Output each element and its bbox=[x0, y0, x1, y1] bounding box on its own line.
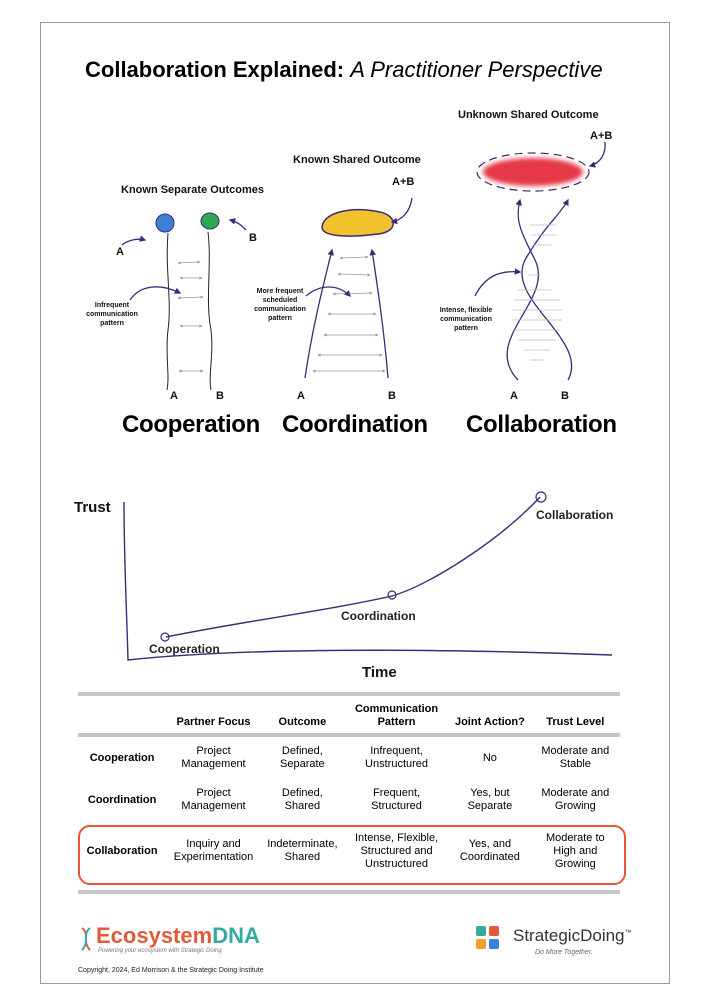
shared-outcome-blob bbox=[321, 209, 394, 237]
column-header: Outcome bbox=[278, 716, 327, 728]
dna-icon bbox=[81, 927, 91, 951]
strategic-doing-tagline: Do More Together. bbox=[535, 949, 593, 956]
coordination-outcome-label: A+B bbox=[392, 176, 415, 188]
note-arrow bbox=[129, 286, 182, 301]
outcome-b-dot bbox=[200, 212, 220, 230]
path-a bbox=[304, 248, 334, 379]
column-header bbox=[78, 693, 166, 737]
table-cell: Moderate to High and Growing bbox=[545, 831, 605, 870]
path-a bbox=[166, 232, 170, 391]
comparison-table: Partner Focus Outcome Communication Patt… bbox=[78, 693, 620, 881]
axes bbox=[123, 501, 613, 661]
y-axis-label: Trust bbox=[74, 499, 111, 516]
table-bottom-rule bbox=[78, 890, 620, 894]
ecosystemdna-tagline: Powering your ecosystem with Strategic D… bbox=[98, 948, 222, 954]
column-header: Joint Action? bbox=[454, 716, 525, 728]
bottom-label-b: B bbox=[561, 390, 569, 402]
ecosystemdna-logo: EcosystemDNA bbox=[96, 923, 260, 948]
copyright: Copyright, 2024, Ed Morrison & the Strat… bbox=[78, 967, 264, 974]
table-row: Collaboration Inquiry and Experimentatio… bbox=[78, 821, 620, 881]
arrow-a bbox=[121, 235, 147, 246]
table-row: Coordination Project Management Defined,… bbox=[78, 779, 620, 821]
note-arrow bbox=[474, 268, 522, 297]
trust-graph bbox=[123, 491, 613, 661]
outcome-a-dot bbox=[155, 213, 175, 233]
table-cell: Moderate and Stable bbox=[541, 745, 610, 770]
x-axis-label: Time bbox=[362, 664, 397, 681]
coordination-caption: Coordination bbox=[282, 411, 428, 438]
table-row: Cooperation Project Management Defined, … bbox=[78, 737, 620, 779]
bottom-label-a: A bbox=[170, 390, 178, 402]
table-top-rule bbox=[78, 692, 620, 696]
table-cell: Project Management bbox=[181, 745, 246, 770]
table-cell: Inquiry and Experimentation bbox=[173, 838, 254, 863]
table-cell: Project Management bbox=[181, 787, 246, 812]
table-cell: Defined, Shared bbox=[281, 787, 323, 812]
helix-a bbox=[506, 198, 540, 381]
collaboration-caption: Collaboration bbox=[466, 411, 617, 438]
path-b bbox=[207, 231, 213, 391]
bottom-label-b: B bbox=[388, 390, 396, 402]
note-arrow bbox=[305, 286, 351, 297]
table-cell: Yes, and Coordinated bbox=[459, 838, 520, 863]
table-cell: Moderate and Growing bbox=[541, 787, 610, 812]
label-b: B bbox=[249, 232, 257, 244]
table-cell: Yes, but Separate bbox=[467, 787, 513, 812]
label-a: A bbox=[116, 246, 124, 258]
cooperation-heading: Known Separate Outcomes bbox=[121, 184, 265, 196]
collaboration-row-highlight bbox=[78, 825, 626, 885]
collaboration-note: Intense, flexible communication pattern bbox=[439, 307, 493, 332]
trust-curve bbox=[165, 496, 541, 638]
column-header: Communication Pattern bbox=[354, 703, 439, 728]
coordination-sketch bbox=[304, 197, 413, 379]
point-label-coordination: Coordination bbox=[341, 609, 416, 623]
table-cell: Indeterminate, Shared bbox=[267, 838, 338, 863]
collaboration-outcome-label: A+B bbox=[590, 130, 613, 142]
table-cell: Intense, Flexible, Structured and Unstru… bbox=[354, 831, 439, 870]
table-cell: Frequent, Structured bbox=[371, 787, 422, 812]
collaboration-heading: Unknown Shared Outcome bbox=[458, 109, 599, 121]
bottom-label-b: B bbox=[216, 390, 224, 402]
cooperation-caption: Cooperation bbox=[122, 411, 261, 438]
table-cell: Infrequent, Unstructured bbox=[365, 745, 429, 770]
strategic-doing-logo: StrategicDoing™ bbox=[513, 926, 632, 945]
bottom-label-a: A bbox=[510, 390, 518, 402]
helix-b bbox=[521, 198, 573, 381]
strategic-doing-icon bbox=[476, 926, 499, 949]
coordination-note: More frequent scheduled communication pa… bbox=[254, 288, 306, 322]
collaboration-sketch bbox=[474, 141, 606, 381]
row-header: Cooperation bbox=[89, 751, 155, 764]
row-header: Collaboration bbox=[86, 844, 158, 857]
column-header: Partner Focus bbox=[176, 716, 251, 728]
page-title: Collaboration Explained: A Practitioner … bbox=[85, 57, 603, 82]
point-label-cooperation: Cooperation bbox=[149, 642, 220, 656]
unknown-outcome-cloud bbox=[483, 158, 583, 186]
arrow-b bbox=[228, 218, 247, 231]
coordination-heading: Known Shared Outcome bbox=[293, 154, 421, 166]
point-label-collaboration: Collaboration bbox=[536, 508, 614, 522]
table-header-rule bbox=[78, 733, 620, 737]
table-cell: No bbox=[482, 751, 497, 764]
path-b bbox=[369, 248, 389, 379]
bottom-label-a: A bbox=[297, 390, 305, 402]
table-header-row: Partner Focus Outcome Communication Patt… bbox=[78, 693, 620, 737]
cooperation-note: Infrequent communication pattern bbox=[86, 302, 138, 327]
cooperation-sketch bbox=[121, 212, 247, 391]
row-header: Coordination bbox=[87, 793, 157, 806]
column-header: Trust Level bbox=[546, 716, 605, 728]
table-cell: Defined, Separate bbox=[280, 745, 325, 770]
